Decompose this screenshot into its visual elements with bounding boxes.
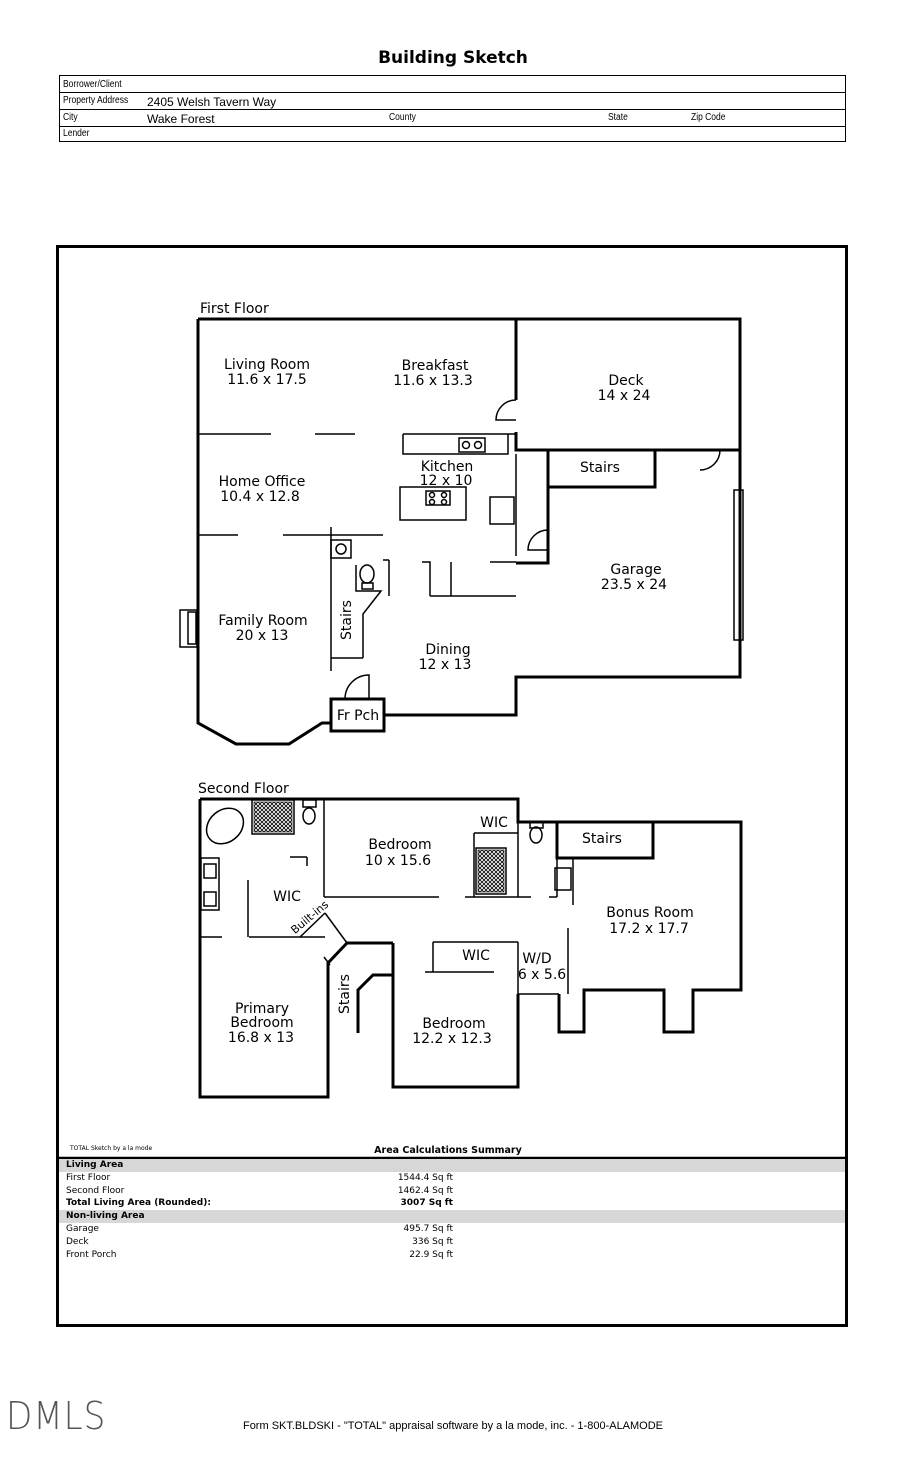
first-floor-walls [196, 317, 742, 746]
state-label: State [608, 112, 628, 123]
garage-stairs-label: Stairs [580, 460, 620, 476]
family-room-size: 20 x 13 [236, 628, 289, 644]
kitchen-size: 12 x 10 [420, 473, 473, 489]
tile-hatching [253, 801, 505, 893]
first-floor-room-labels: Living Room 11.6 x 17.5 Breakfast 11.6 x… [218, 357, 667, 724]
bedroom-b-size: 12.2 x 12.3 [412, 1031, 492, 1047]
address-row: Property Address 2405 Welsh Tavern Way [60, 93, 845, 110]
county-label: County [389, 112, 416, 123]
lender-row: Lender [60, 127, 845, 142]
wd-name: W/D [522, 951, 551, 967]
area-summary-title: Area Calculations Summary [374, 1145, 522, 1156]
second-floor-stairs-label: Stairs [337, 974, 353, 1014]
non-living-area-header: Non-living Area [59, 1210, 845, 1223]
primary-bedroom-name-1: Primary [235, 1001, 289, 1017]
bonus-room-size: 17.2 x 17.7 [609, 921, 689, 937]
city-value: Wake Forest [147, 112, 215, 126]
first-floor-label: First Floor [200, 301, 269, 317]
garage-size: 23.5 x 24 [601, 577, 667, 593]
city-label: City [63, 112, 78, 123]
wd-size: 6 x 5.6 [518, 967, 566, 983]
bedroom-a-name: Bedroom [368, 837, 431, 853]
breakfast-size: 11.6 x 13.3 [393, 373, 473, 389]
wic-a-label: WIC [480, 815, 508, 831]
address-value: 2405 Welsh Tavern Way [147, 95, 277, 109]
borrower-label: Borrower/Client [63, 79, 122, 90]
sketch-credit: TOTAL Sketch by a la mode [69, 1145, 152, 1152]
garage-name: Garage [610, 562, 661, 578]
area-row-front-porch: Front Porch 22.9 Sq ft [66, 1249, 453, 1260]
area-row-deck: Deck 336 Sq ft [66, 1236, 453, 1247]
bedroom-b-name: Bedroom [422, 1016, 485, 1032]
living-room-size: 11.6 x 17.5 [227, 372, 307, 388]
area-row-total-living: Total Living Area (Rounded): 3007 Sq ft [66, 1198, 453, 1209]
second-floor-room-labels: Bedroom 10 x 15.6 WIC Stairs WIC Bonus R… [228, 815, 694, 1047]
zip-label: Zip Code [691, 112, 726, 123]
front-porch-label: Fr Pch [337, 708, 379, 724]
wic-b-label: WIC [462, 948, 490, 964]
second-floor-interior [200, 799, 574, 995]
kitchen-name: Kitchen [421, 459, 474, 475]
wic-primary-label: WIC [273, 889, 301, 905]
area-row-garage: Garage 495.7 Sq ft [66, 1223, 453, 1234]
area-summary-table: Living Area First Floor 1544.4 Sq ft Sec… [59, 1159, 845, 1261]
dmls-logo: DMLS [6, 1394, 107, 1438]
deck-size: 14 x 24 [598, 388, 651, 404]
borrower-row: Borrower/Client [60, 76, 845, 93]
first-floor-stairs-label: Stairs [339, 600, 355, 640]
form-footer: Form SKT.BLDSKI - "TOTAL" appraisal soft… [242, 1420, 664, 1432]
sketch-frame [56, 245, 848, 1327]
lender-label: Lender [63, 128, 90, 139]
first-floor-interior [179, 399, 744, 700]
area-row-second-floor: Second Floor 1462.4 Sq ft [66, 1185, 453, 1196]
second-floor-label: Second Floor [198, 781, 289, 797]
dining-name: Dining [425, 642, 470, 658]
area-row-first-floor: First Floor 1544.4 Sq ft [66, 1172, 453, 1183]
dining-size: 12 x 13 [419, 657, 472, 673]
bonus-stairs-label: Stairs [582, 831, 622, 847]
primary-bedroom-size: 16.8 x 13 [228, 1030, 294, 1046]
primary-bedroom-name-2: Bedroom [230, 1015, 293, 1031]
property-header-box: Borrower/Client Property Address 2405 We… [59, 75, 846, 142]
city-row: City Wake Forest County State Zip Code [60, 110, 845, 127]
home-office-size: 10.4 x 12.8 [220, 489, 300, 505]
home-office-name: Home Office [219, 474, 306, 490]
bedroom-a-size: 10 x 15.6 [365, 853, 431, 869]
deck-name: Deck [608, 373, 644, 389]
bonus-room-name: Bonus Room [606, 905, 694, 921]
family-room-name: Family Room [218, 613, 307, 629]
living-room-name: Living Room [224, 357, 310, 373]
address-label: Property Address [63, 95, 129, 106]
breakfast-name: Breakfast [402, 358, 469, 374]
living-area-header: Living Area [59, 1159, 845, 1172]
page-title: Building Sketch [378, 48, 528, 68]
